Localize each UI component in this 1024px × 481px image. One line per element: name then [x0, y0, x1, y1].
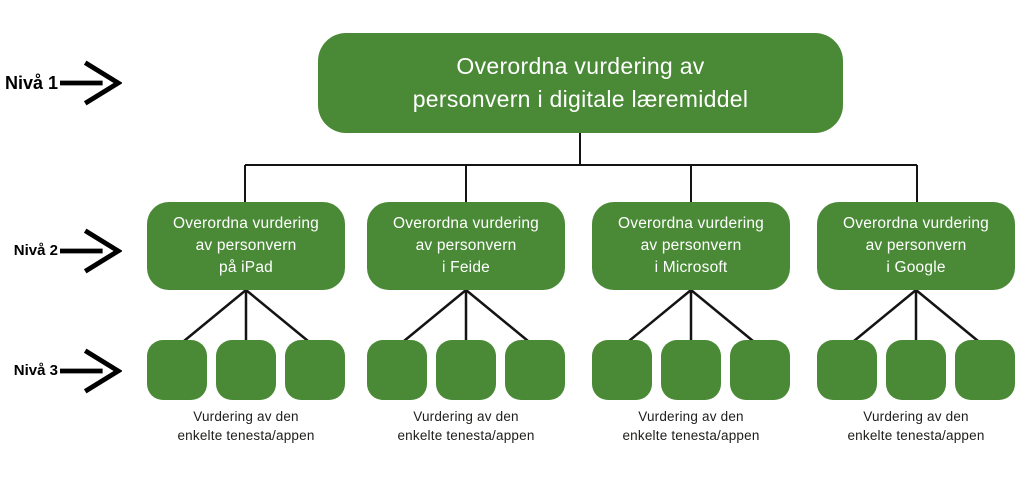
level-2-arrow-icon [60, 228, 122, 274]
service-box-group [817, 340, 1015, 400]
level-1-label: Nivå 1 [4, 73, 58, 93]
service-box [285, 340, 345, 400]
service-box-group [367, 340, 565, 400]
service-box [592, 340, 652, 400]
level-2-label: Nivå 2 [13, 242, 58, 259]
service-box [661, 340, 721, 400]
branch-caption: Vurdering av den enkelte tenesta/appen [847, 409, 985, 443]
service-box [367, 340, 427, 400]
service-box [730, 340, 790, 400]
service-box [817, 340, 877, 400]
service-box [147, 340, 207, 400]
service-box [436, 340, 496, 400]
branch-node: Overordna vurdering av personvern i Goog… [817, 202, 1015, 290]
branch-caption: Vurdering av den enkelte tenesta/appen [397, 409, 535, 443]
branch-node: Overordna vurdering av personvern i Feid… [367, 202, 565, 290]
branch-microsoft: Overordna vurdering av personvern i Micr… [592, 202, 790, 443]
service-box-group [147, 340, 345, 400]
connector-fan-2 [403, 289, 529, 342]
service-box [505, 340, 565, 400]
service-box [216, 340, 276, 400]
branch-caption: Vurdering av den enkelte tenesta/appen [622, 409, 760, 443]
branch-feide: Overordna vurdering av personvern i Feid… [367, 202, 565, 443]
service-box-group [592, 340, 790, 400]
branch-google: Overordna vurdering av personvern i Goog… [817, 202, 1015, 443]
connector-fan-4 [853, 289, 979, 342]
service-box [886, 340, 946, 400]
root-node: Overordna vurdering av personvern i digi… [318, 33, 843, 133]
branch-node: Overordna vurdering av personvern på iPa… [147, 202, 345, 290]
branch-caption: Vurdering av den enkelte tenesta/appen [177, 409, 315, 443]
level-3-arrow-icon [60, 348, 122, 394]
branch-ipad: Overordna vurdering av personvern på iPa… [147, 202, 345, 443]
connector-fan-1 [183, 289, 309, 342]
connector-fan-3 [628, 289, 754, 342]
branch-node: Overordna vurdering av personvern i Micr… [592, 202, 790, 290]
service-box [955, 340, 1015, 400]
level-1-arrow-icon [60, 60, 122, 106]
level-3-label: Nivå 3 [13, 362, 58, 379]
